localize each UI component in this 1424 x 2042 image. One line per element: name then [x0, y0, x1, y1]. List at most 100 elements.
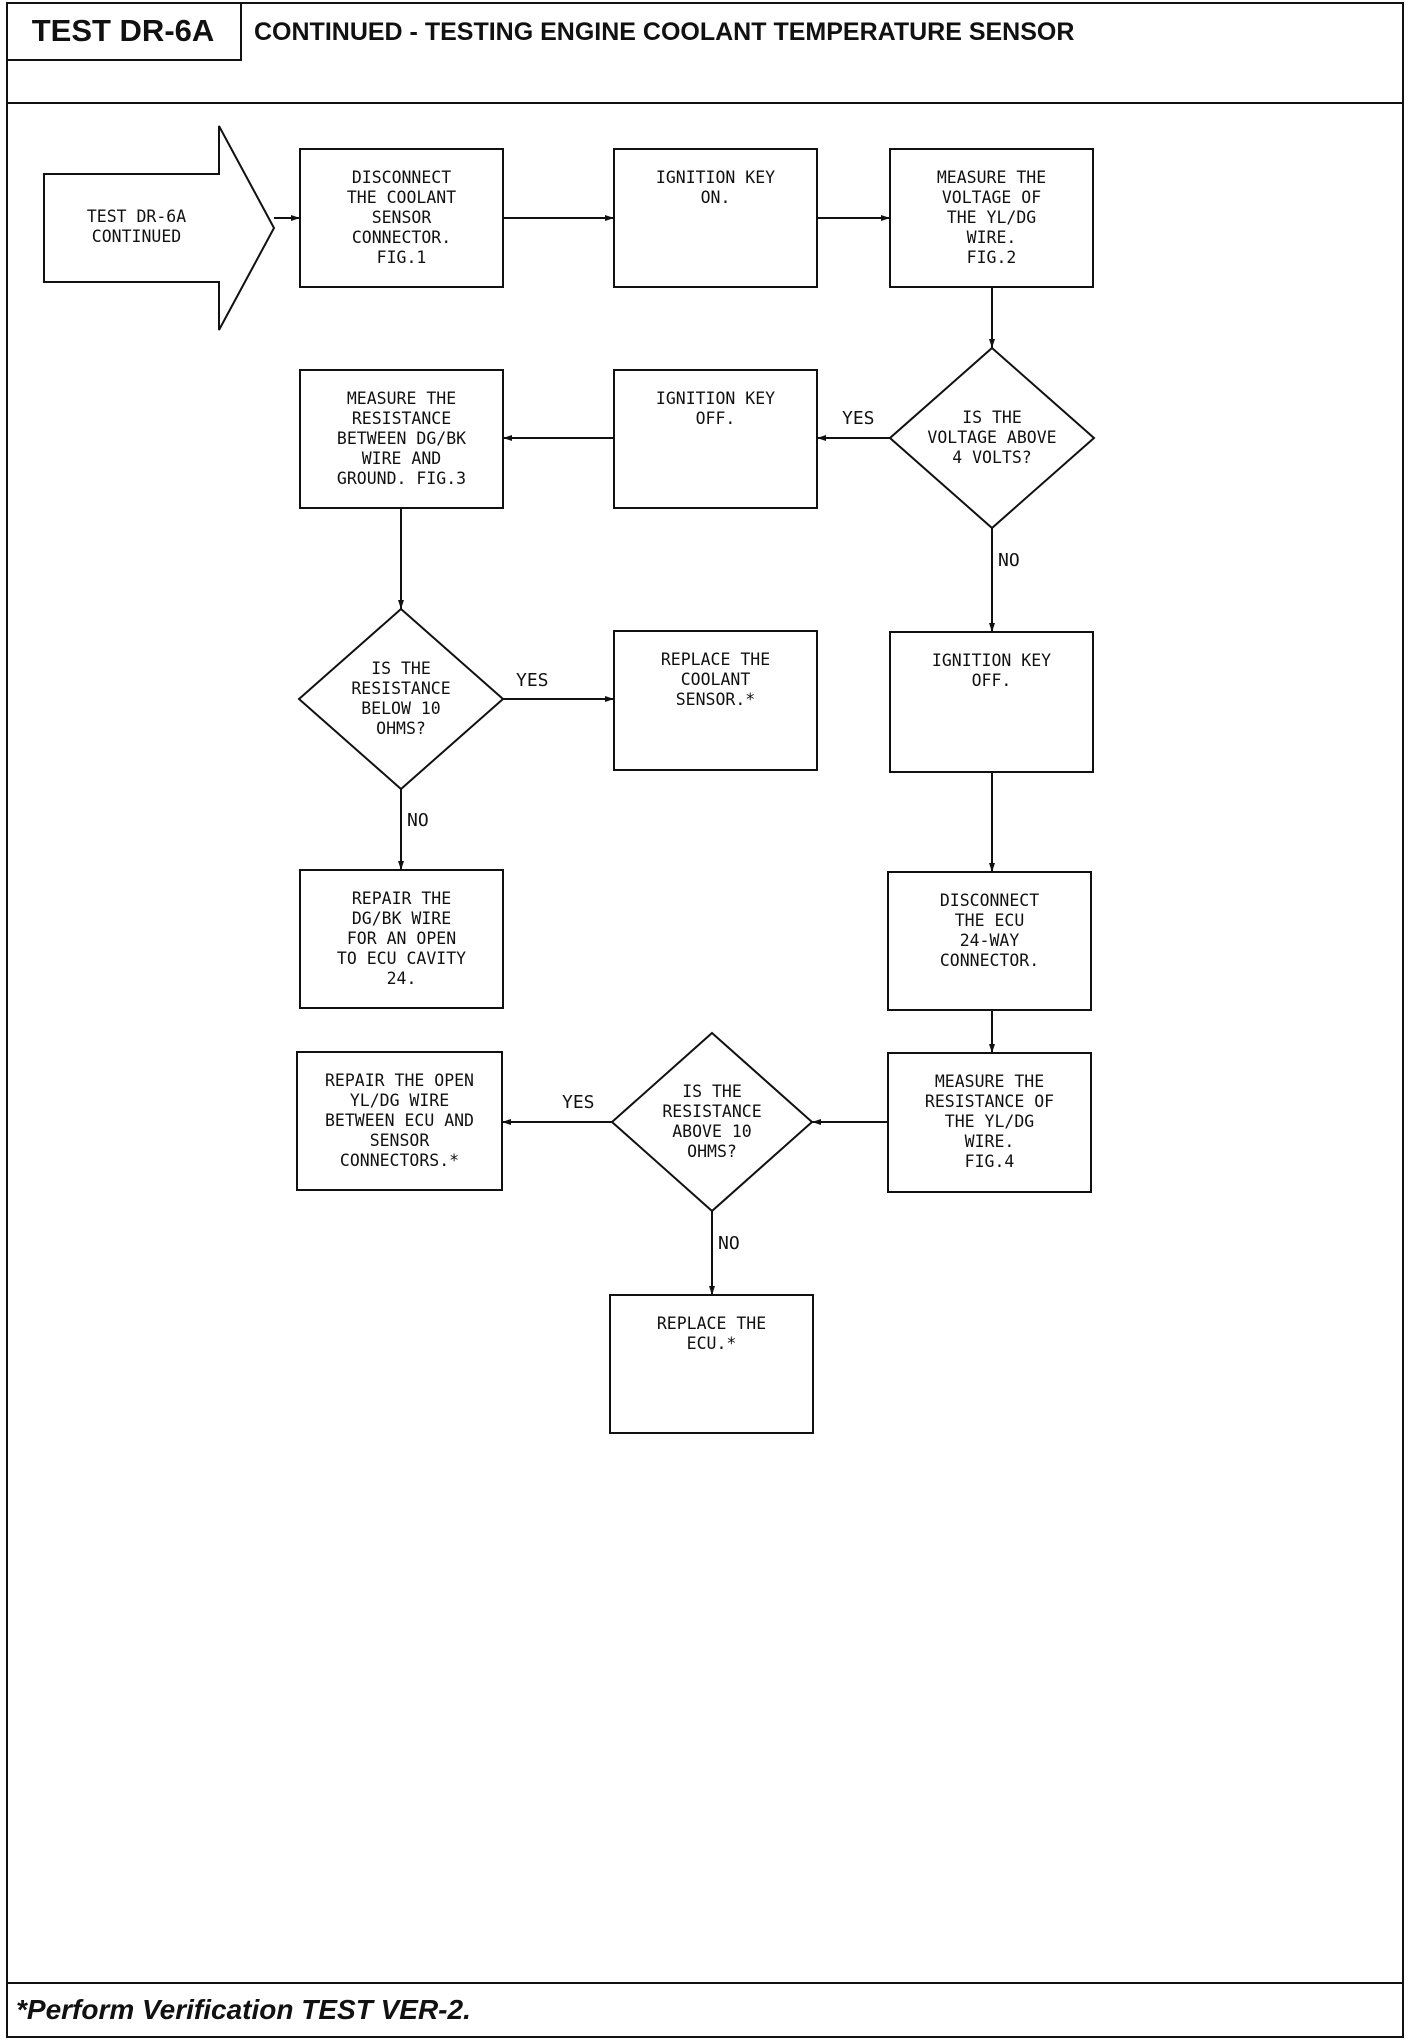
process-box-line: IGNITION KEY — [656, 168, 775, 187]
edge-label-below-no: NO — [407, 810, 429, 831]
flowchart-edge-labels: YES NO YES NO YES NO — [407, 408, 1020, 1254]
process-box-line: FIG.2 — [967, 248, 1017, 267]
process-box-line: WIRE. — [965, 1132, 1015, 1151]
process-box-line: VOLTAGE OF — [942, 188, 1041, 207]
decision-diamond-line: BELOW 10 — [361, 699, 440, 718]
decision-diamond — [297, 607, 505, 791]
edge-label-voltage-yes: YES — [842, 408, 875, 429]
process-box — [613, 630, 818, 771]
process-box — [887, 1052, 1092, 1193]
start-arrow — [43, 125, 276, 331]
process-box-line: SENSOR — [372, 208, 432, 227]
decision-diamond-line: IS THE — [962, 408, 1022, 427]
start-arrow-line: CONTINUED — [92, 227, 181, 246]
process-box — [609, 1294, 814, 1434]
decision-diamond-line: VOLTAGE ABOVE — [927, 428, 1056, 447]
decision-diamond-line: 4 VOLTS? — [952, 448, 1031, 467]
process-box-line: TO ECU CAVITY — [337, 949, 466, 968]
process-box-line: RESISTANCE — [352, 409, 451, 428]
page-frame — [6, 2, 1404, 2038]
process-box-line: WIRE. — [967, 228, 1017, 247]
process-box-line: RESISTANCE OF — [925, 1092, 1054, 1111]
edge-label-voltage-no: NO — [998, 550, 1020, 571]
process-box-line: MEASURE THE — [935, 1072, 1044, 1091]
process-box-line: CONNECTORS.* — [340, 1151, 459, 1170]
test-id-label: TEST DR-6A — [6, 2, 242, 61]
edge-label-above-yes: YES — [562, 1092, 595, 1113]
process-box-line: SENSOR.* — [676, 690, 755, 709]
process-box-line: FOR AN OPEN — [347, 929, 456, 948]
process-box-line: DG/BK WIRE — [352, 909, 451, 928]
process-box-line: THE YL/DG — [945, 1112, 1034, 1131]
process-box — [613, 369, 818, 509]
decision-diamond-line: ABOVE 10 — [672, 1122, 751, 1141]
process-box-line: ON. — [701, 188, 731, 207]
process-box-line: IGNITION KEY — [932, 651, 1051, 670]
process-box — [299, 369, 504, 509]
process-box-line: OFF. — [696, 409, 736, 428]
process-box-line: COOLANT — [681, 670, 751, 689]
process-box-line: CONNECTOR. — [940, 951, 1039, 970]
process-box-line: ECU.* — [687, 1334, 737, 1353]
process-box-line: BETWEEN ECU AND — [325, 1111, 474, 1130]
process-box-line: THE YL/DG — [947, 208, 1036, 227]
process-box — [299, 148, 504, 288]
process-box-line: BETWEEN DG/BK — [337, 429, 466, 448]
process-box-line: FIG.1 — [377, 248, 427, 267]
process-box — [889, 148, 1094, 288]
edge-label-above-no: NO — [718, 1233, 740, 1254]
process-box-line: MEASURE THE — [347, 389, 456, 408]
process-box-line: YL/DG WIRE — [350, 1091, 449, 1110]
process-box-line: WIRE AND — [362, 449, 441, 468]
verification-footnote: *Perform Verification TEST VER-2. — [16, 1994, 471, 2025]
page-title: CONTINUED - TESTING ENGINE COOLANT TEMPE… — [254, 18, 1075, 46]
process-box-line: CONNECTOR. — [352, 228, 451, 247]
process-box-line: REPLACE THE — [657, 1314, 766, 1333]
process-box-line: OFF. — [972, 671, 1012, 690]
process-box — [613, 148, 818, 288]
process-box-line: GROUND. FIG.3 — [337, 469, 466, 488]
process-box-line: IGNITION KEY — [656, 389, 775, 408]
process-box-line: 24-WAY — [960, 931, 1020, 950]
flowchart-edges — [274, 215, 995, 1295]
process-box-line: REPLACE THE — [661, 650, 770, 669]
process-box — [887, 871, 1092, 1011]
decision-diamond-line: IS THE — [371, 659, 431, 678]
decision-diamond-line: OHMS? — [687, 1142, 737, 1161]
process-box-line: DISCONNECT — [352, 168, 451, 187]
process-box-line: 24. — [387, 969, 417, 988]
process-box — [299, 869, 504, 1009]
process-box-line: THE ECU — [955, 911, 1025, 930]
process-box-line: MEASURE THE — [937, 168, 1046, 187]
decision-diamond-line: RESISTANCE — [351, 679, 450, 698]
process-box-line: DISCONNECT — [940, 891, 1039, 910]
decision-diamond-line: IS THE — [682, 1082, 742, 1101]
process-box-line: REPAIR THE OPEN — [325, 1071, 474, 1090]
edge-label-below-yes: YES — [516, 670, 549, 691]
process-box-line: SENSOR — [370, 1131, 430, 1150]
process-box — [296, 1051, 503, 1191]
decision-diamond — [888, 346, 1096, 530]
footer-rule — [6, 1982, 1404, 1984]
header-band — [6, 2, 1404, 104]
process-box-line: REPAIR THE — [352, 889, 451, 908]
decision-diamond-line: OHMS? — [376, 719, 426, 738]
process-box-line: FIG.4 — [965, 1152, 1015, 1171]
